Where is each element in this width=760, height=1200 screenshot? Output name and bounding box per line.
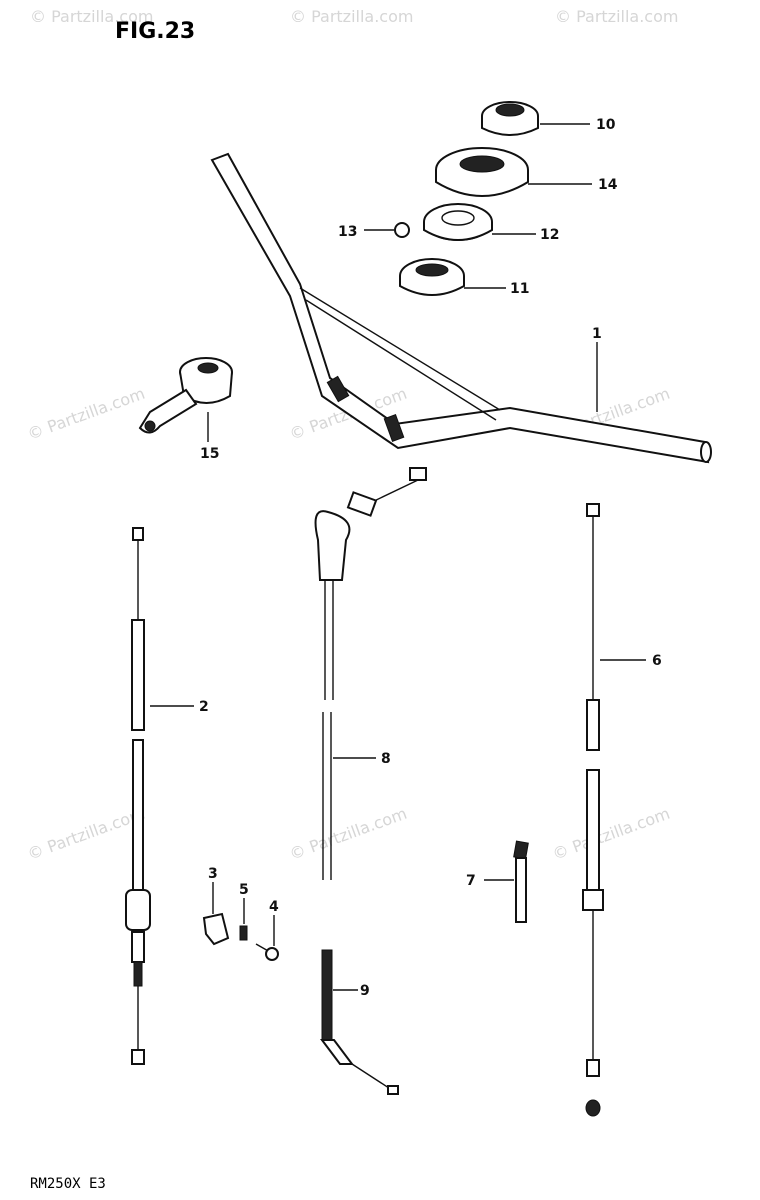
part-adjuster[interactable] <box>513 840 529 923</box>
part-clamp[interactable] <box>202 912 230 946</box>
part-brake-cable[interactable] <box>582 503 604 1117</box>
watermark: © Partzilla.com <box>25 384 148 444</box>
callout-3: 3 <box>208 866 218 882</box>
leader-lines <box>150 123 646 991</box>
part-washer[interactable] <box>423 203 493 241</box>
callout-4: 4 <box>269 899 279 915</box>
part-bolt-small[interactable] <box>239 925 248 941</box>
part-throttle-housing[interactable] <box>138 357 233 434</box>
part-ball[interactable] <box>394 222 410 238</box>
model-code: RM250X E3 <box>30 1176 106 1192</box>
callout-2: 2 <box>199 699 209 715</box>
callouts: 10 14 12 11 13 1 15 2 8 9 6 7 3 5 4 <box>199 117 662 999</box>
watermark: © Partzilla.com <box>25 804 148 864</box>
part-handlebar[interactable] <box>210 152 712 464</box>
watermark: © Partzilla.com <box>550 804 673 864</box>
watermark: © Partzilla.com <box>287 804 410 864</box>
grip-band <box>326 375 350 403</box>
part-clutch-cable[interactable] <box>125 527 151 1065</box>
callout-15: 15 <box>200 446 219 462</box>
callout-7: 7 <box>466 873 476 889</box>
part-bushing[interactable] <box>399 258 465 296</box>
part-throttle-cable[interactable] <box>314 467 427 880</box>
grip-band <box>383 414 405 442</box>
callout-13: 13 <box>338 224 357 240</box>
callout-10: 10 <box>596 117 616 133</box>
watermark: © Partzilla.com <box>555 7 678 26</box>
part-cable-boot[interactable] <box>320 949 399 1095</box>
callout-8: 8 <box>381 751 391 767</box>
part-screw[interactable] <box>255 943 279 961</box>
callout-11: 11 <box>510 281 529 297</box>
callout-14: 14 <box>598 177 618 193</box>
callout-9: 9 <box>360 983 370 999</box>
figure-label: FIG.23 <box>115 19 195 44</box>
watermark: © Partzilla.com <box>30 7 153 26</box>
callout-1: 1 <box>592 326 602 342</box>
part-damper[interactable] <box>435 147 529 197</box>
part-nut[interactable] <box>481 101 539 136</box>
callout-6: 6 <box>652 653 662 669</box>
callout-5: 5 <box>239 882 249 898</box>
watermark: © Partzilla.com <box>290 7 413 26</box>
callout-12: 12 <box>540 227 559 243</box>
